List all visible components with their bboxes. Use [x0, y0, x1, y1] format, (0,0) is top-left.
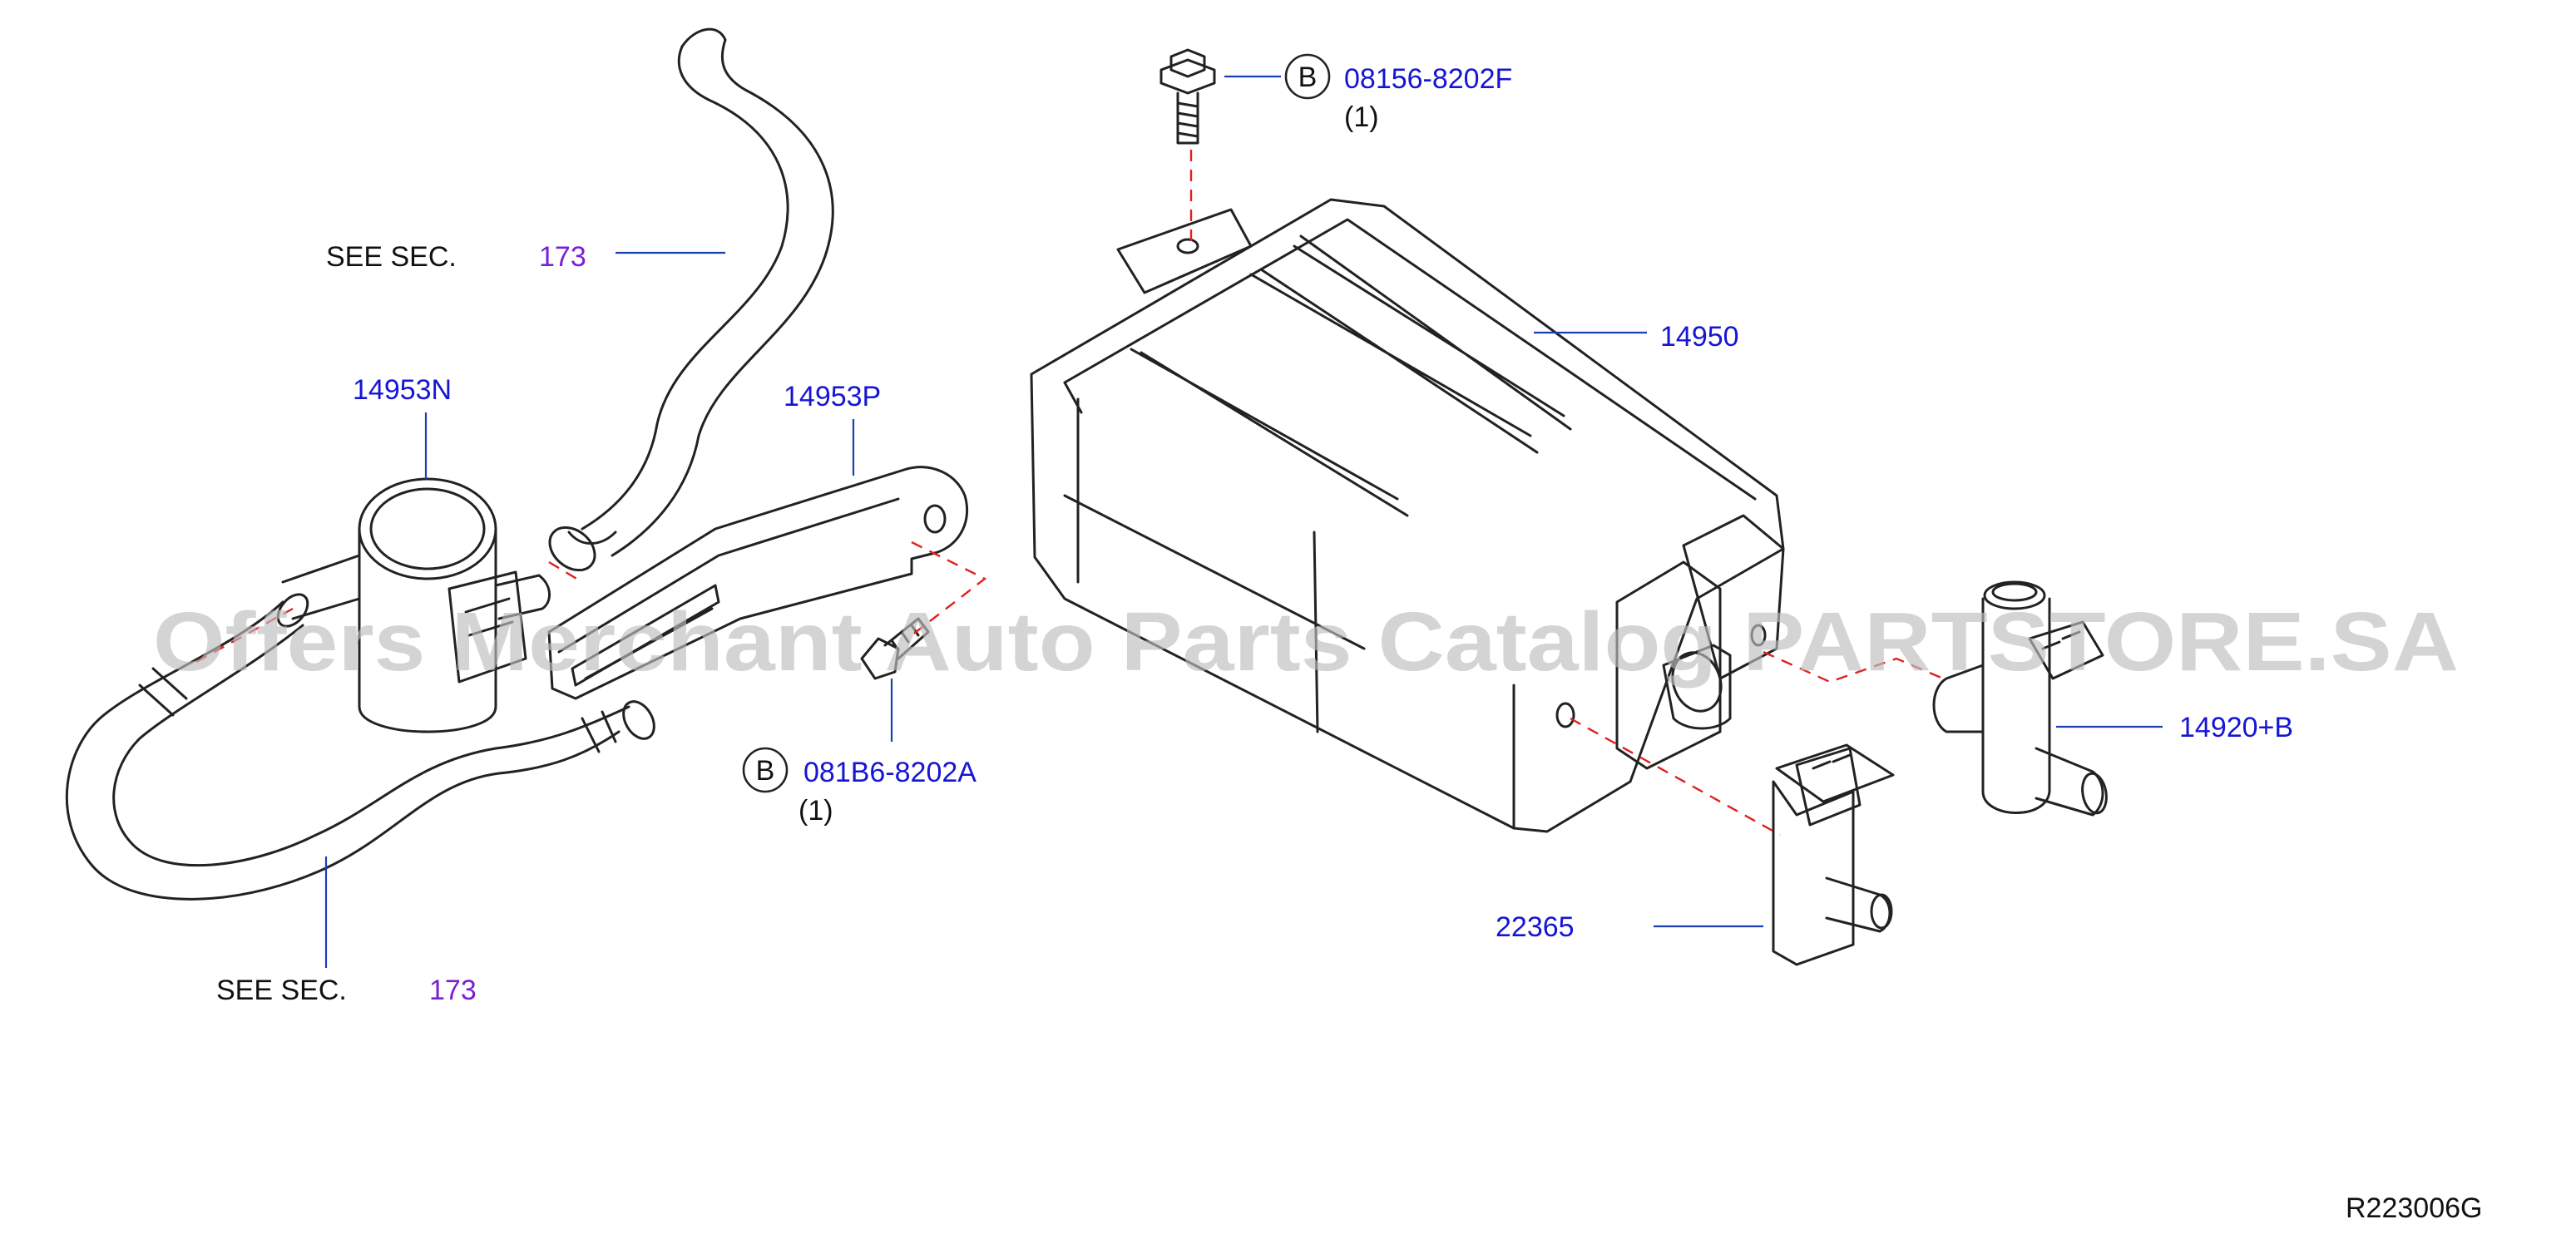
bolt-code-top[interactable]: 08156-8202F — [1344, 63, 1512, 95]
leader-lines — [324, 75, 2163, 968]
mounting-bracket-14953p[interactable] — [547, 466, 969, 700]
watermark-text: Offers Merchant Auto Parts Catalog PARTS… — [153, 595, 2459, 689]
bolt-callout-bottom: B 081B6-8202A (1) — [742, 747, 977, 827]
bolt-code-bottom[interactable]: 081B6-8202A — [803, 757, 977, 788]
purge-control-valve-14920b[interactable] — [1932, 580, 2109, 817]
part-number-14920b[interactable]: 14920+B — [2179, 712, 2293, 743]
part-number-14953n[interactable]: 14953N — [353, 374, 452, 406]
bolt-marker-top: B — [1298, 62, 1318, 93]
lower-vapor-hose[interactable] — [65, 589, 660, 901]
sec-bottom-link[interactable]: 173 — [429, 975, 477, 1006]
bolt-marker-circle — [1284, 53, 1331, 100]
part-number-14950[interactable]: 14950 — [1660, 321, 1739, 353]
bolt-qty-top: (1) — [1344, 101, 1379, 133]
bracket-bolt[interactable] — [860, 617, 930, 680]
see-section-top: SEE SEC. 173 — [326, 241, 586, 273]
evap-canister-14950[interactable] — [1030, 198, 1785, 833]
see-sec-top-text: SEE SEC. — [326, 241, 457, 273]
sec-top-link[interactable]: 173 — [539, 241, 586, 273]
assembly-guide-lines — [195, 150, 1944, 837]
part-number-14953p[interactable]: 14953P — [784, 381, 881, 412]
bolt-marker-circle — [742, 747, 789, 793]
vacuum-cut-valve-14953n[interactable] — [281, 477, 551, 733]
bolt-marker-bottom: B — [756, 755, 775, 787]
diagram-reference: R223006G — [2346, 1192, 2482, 1224]
canister-vent-valve-22365[interactable] — [1772, 743, 1895, 966]
see-sec-bottom-text: SEE SEC. — [216, 975, 347, 1006]
bolt-callout-top: B 08156-8202F (1) — [1284, 53, 1512, 133]
see-section-bottom: SEE SEC. 173 — [216, 975, 477, 1006]
upper-vapor-hose[interactable] — [541, 27, 834, 579]
part-number-22365[interactable]: 22365 — [1496, 911, 1575, 943]
bolt-qty-bottom: (1) — [799, 795, 833, 827]
canister-bolt[interactable] — [1159, 48, 1216, 145]
